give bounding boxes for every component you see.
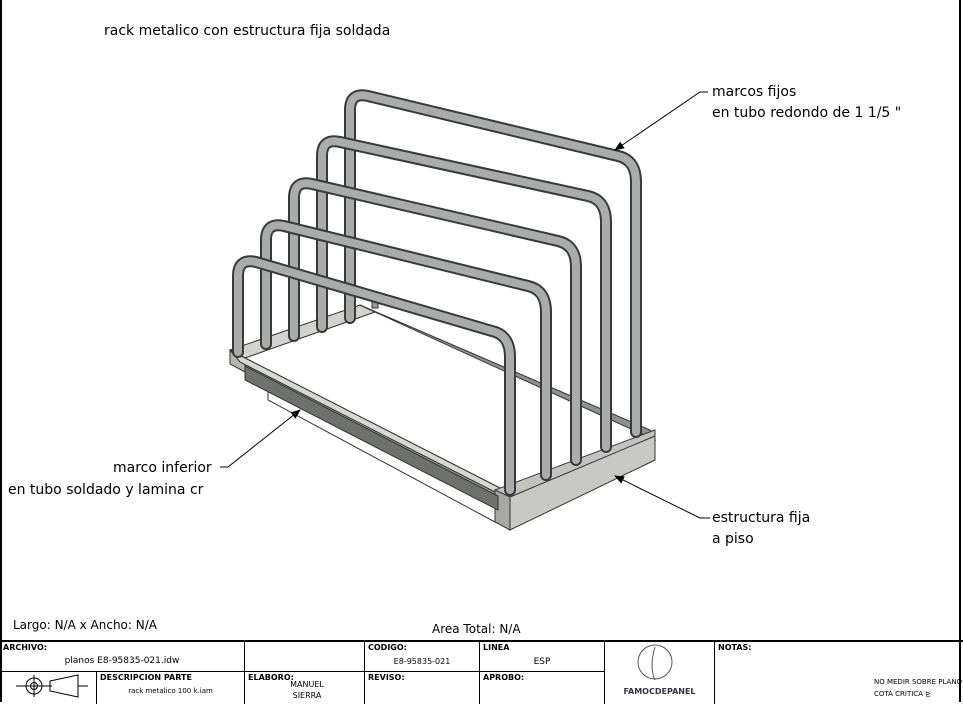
notas-cell: NOTAS: NO MEDIR SOBRE PLANO COTA CRITICA… [715,642,963,704]
blank-cell [245,642,365,672]
archivo-cell: ARCHIVO: planos E8-95835-021.idw [0,642,245,672]
annotation-marcos-detail: en tubo redondo de 1 1/5 " [712,105,902,121]
annotation-marco-inferior: marco inferior [113,460,212,476]
projection-symbol-cell [0,672,97,704]
famoc-logo-icon [637,644,673,681]
notas-label: NOTAS: [718,643,752,652]
drawing-title: rack metalico con estructura fija soldad… [104,23,391,39]
linea-value: ESP [533,657,551,667]
codigo-label: CODIGO: [368,643,407,652]
title-block: ARCHIVO: planos E8-95835-021.idw CODIGO:… [0,640,963,704]
aprobo-cell: APROBO: [480,672,605,704]
tube-frame-1 [234,257,514,494]
archivo-value: planos E8-95835-021.idw [64,656,180,666]
elaboro-label: ELABORO: [248,673,294,682]
tube-frame-4 [318,137,610,451]
dimensions-text: Largo: N/A x Ancho: N/A [13,618,157,632]
rack-isometric-view [220,89,710,531]
aprobo-label: APROBO: [483,673,525,682]
archivo-label: ARCHIVO: [3,643,47,652]
annotation-marco-inferior-detail: en tubo soldado y lamina cr [8,482,204,498]
elaboro-value: MANUEL SIERRA [290,680,324,700]
annotation-marcos: marcos fijos [712,84,797,100]
tube-frame-5-outline [344,89,642,438]
descripcion-cell: DESCRIPCION PARTE rack metalico 100 k.ia… [97,672,245,704]
codigo-value: E8-95835-021 [393,657,451,666]
descripcion-label: DESCRIPCION PARTE [100,673,192,682]
tube-frame-3 [290,179,580,464]
linea-label: LINEA [483,643,510,652]
nota-no-medir: NO MEDIR SOBRE PLANO [874,678,963,686]
linea-cell: LINEA ESP [480,642,605,672]
area-text: Area Total: N/A [432,622,521,636]
annotation-estructura-detail: a piso [712,531,754,547]
third-angle-projection-icon [16,674,88,698]
codigo-cell: CODIGO: E8-95835-021 [365,642,480,672]
tube-frame-2 [262,221,550,479]
reviso-cell: REVISO: [365,672,480,704]
reviso-label: REVISO: [368,673,405,682]
nota-cota-critica: COTA CRITICA ⊵ [874,690,932,698]
annotation-estructura: estructura fija [712,510,811,526]
descripcion-value: rack metalico 100 k.iam [128,687,213,695]
elaboro-cell: ELABORO: MANUEL SIERRA [245,672,365,704]
tube-frame-5 [346,91,640,436]
logo-text: FAMOCDEPANEL [623,687,696,696]
tube-frames [232,89,642,496]
logo-cell: FAMOCDEPANEL [605,642,715,704]
leader-lines [220,91,710,519]
